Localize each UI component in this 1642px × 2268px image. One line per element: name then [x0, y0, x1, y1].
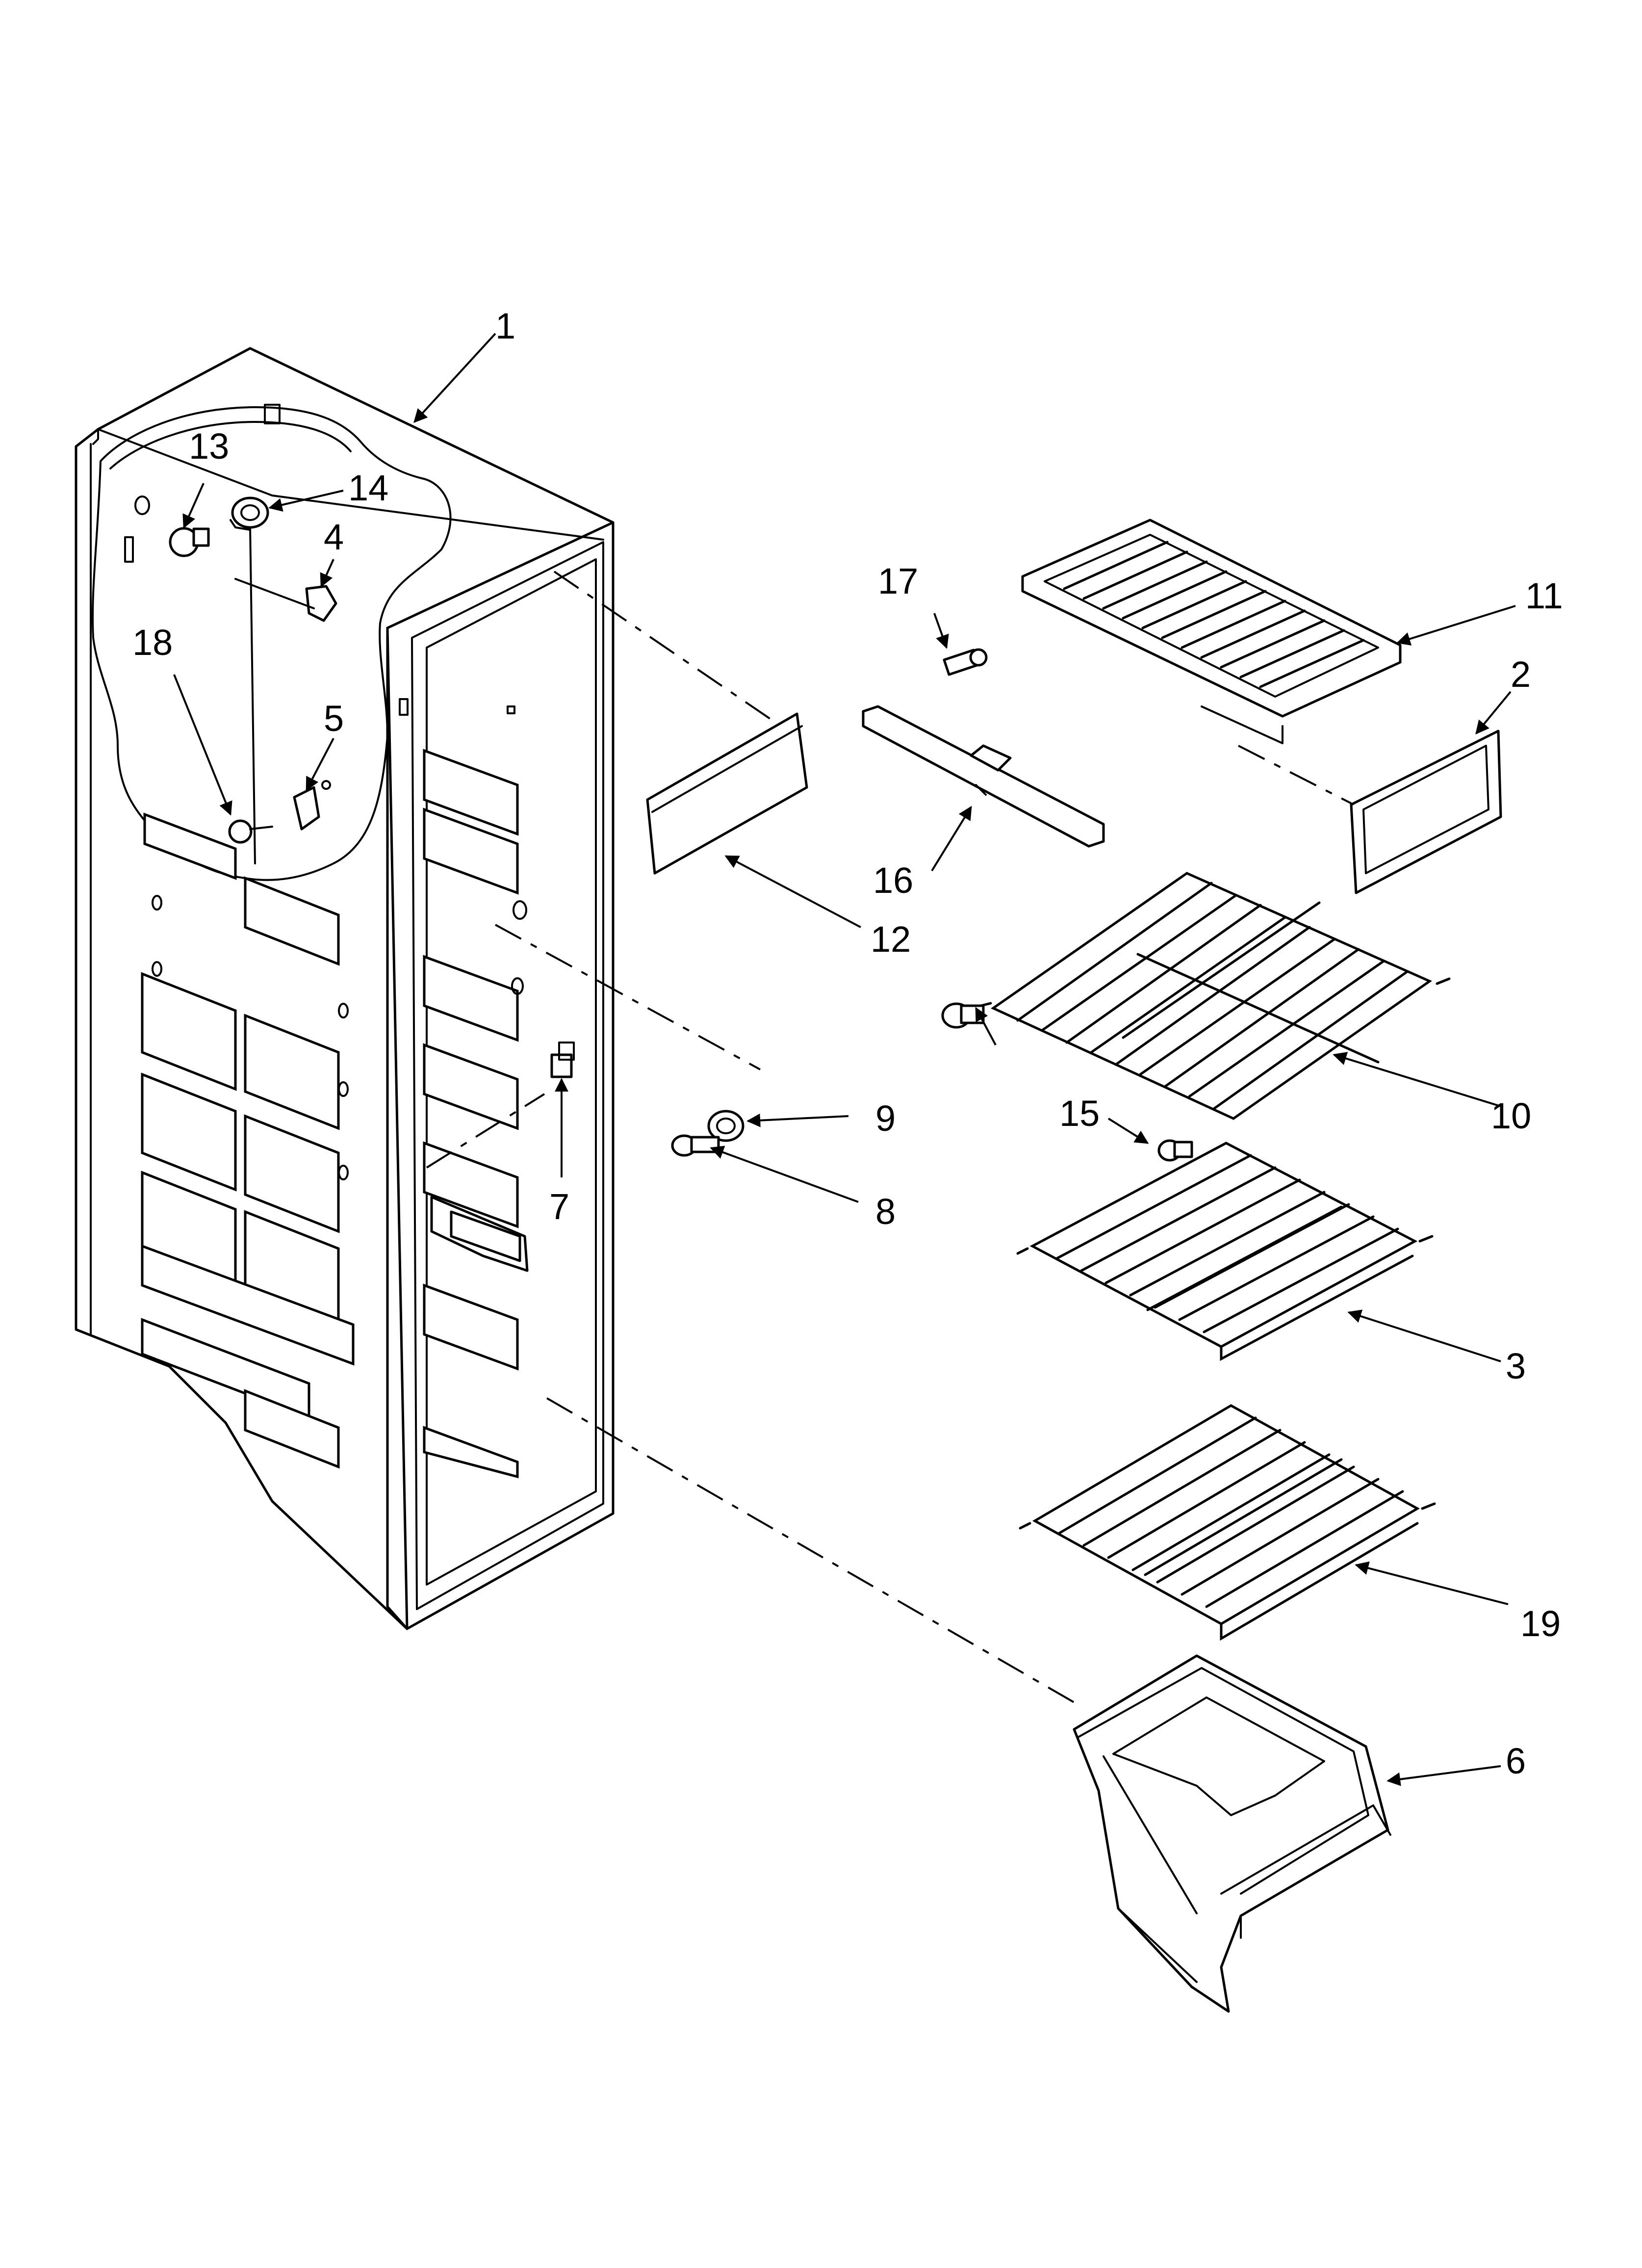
alignment-lines: [426, 571, 1354, 1703]
screw-icon-8: [671, 1134, 720, 1157]
clip-icon-7: [550, 1042, 575, 1078]
callout-2: 2: [1511, 654, 1531, 695]
callout-17: 17: [878, 561, 918, 601]
callout-15: 15: [1059, 1093, 1100, 1134]
callout-1: 1: [495, 306, 515, 346]
callout-5: 5: [324, 698, 344, 739]
callout-7: 7: [549, 1186, 569, 1227]
inner-wall-slots: [423, 749, 529, 1479]
callout-10: 10: [1491, 1095, 1531, 1136]
callout-3: 3: [1506, 1346, 1526, 1386]
leader-lines: [173, 333, 1516, 1786]
callout-19: 19: [1520, 1603, 1561, 1644]
light-bulb-icon: [169, 527, 210, 557]
side-wall-pockets: [141, 812, 355, 1469]
callout-4: 4: [324, 517, 344, 557]
top-shelf-frame: [1021, 519, 1402, 744]
callout-8: 8: [875, 1191, 896, 1232]
wire-shelf-10: [979, 872, 1451, 1120]
screw-icon-17: [943, 648, 988, 676]
air-deflector: [646, 712, 808, 875]
callout-14: 14: [348, 468, 388, 508]
shelf-trim: [1350, 730, 1502, 894]
spacer-icon: [707, 1110, 744, 1142]
callout-13: 13: [189, 426, 229, 467]
callout-12: 12: [871, 919, 911, 960]
wire-shelf-3: [1016, 1142, 1434, 1361]
callout-labels: 1 2 3 4 5 6 7 8 9 10 11 12 13 14 15 16 1…: [132, 306, 1563, 1781]
callout-18: 18: [132, 622, 173, 663]
callout-6: 6: [1506, 1741, 1526, 1781]
callout-9: 9: [875, 1098, 896, 1139]
shelf-rail: [862, 705, 1105, 848]
callout-11: 11: [1525, 575, 1563, 616]
freezer-liner: [75, 347, 615, 1630]
wire-shelf-19: [1019, 1404, 1436, 1641]
freezer-pan: [1073, 1654, 1391, 2013]
vertical-guide-line: [249, 526, 256, 864]
callout-16: 16: [873, 860, 913, 901]
